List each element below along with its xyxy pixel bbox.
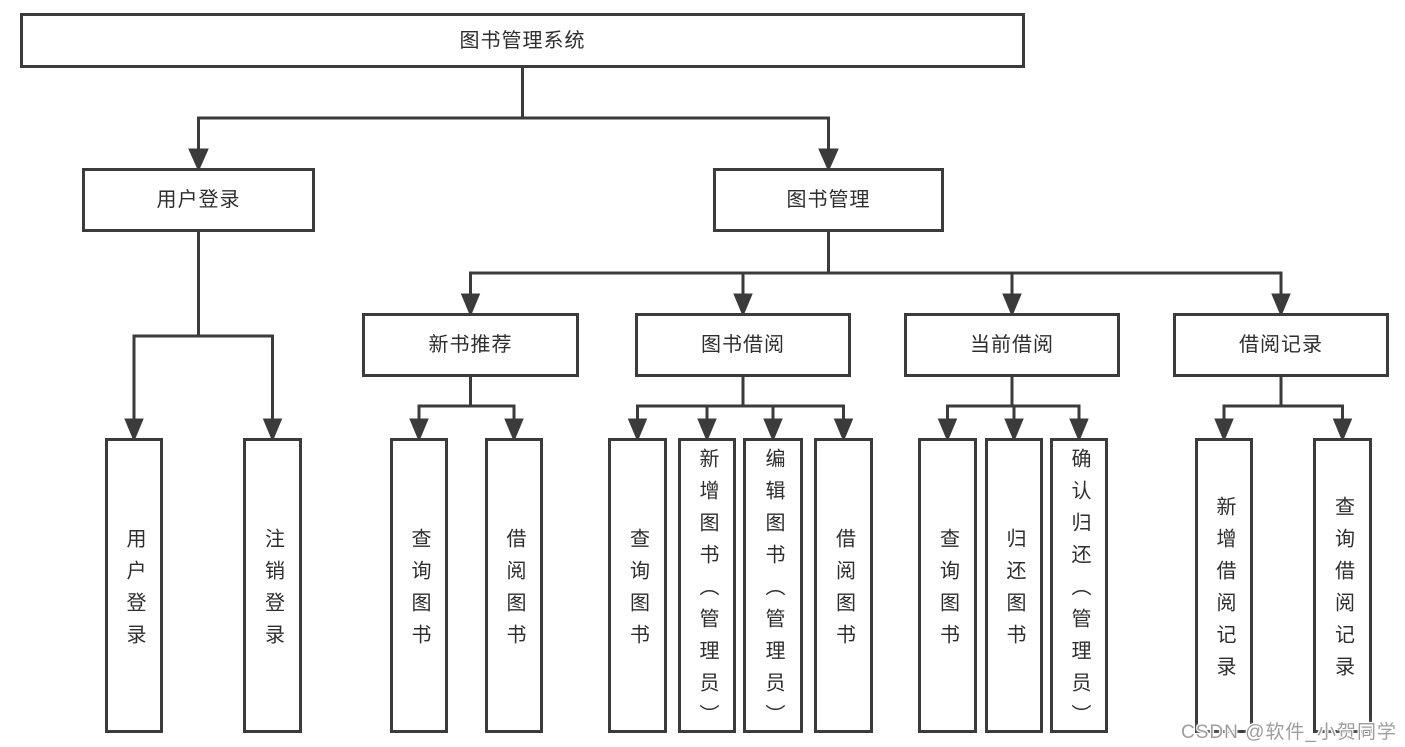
leaf-query-borrow-record: 查询借阅记录 [1313,438,1372,733]
leaf-label: 新增图书（管理员） [696,447,718,736]
arrowhead [1214,418,1234,442]
leaf-label: 查询借阅记录 [1331,495,1354,688]
arrowhead [1271,293,1291,317]
node-label: 图书借阅 [701,334,785,356]
arrowhead [833,418,854,442]
node-book-borrowing: 图书借阅 [635,313,851,377]
arrowhead [733,293,753,317]
node-label: 当前借阅 [970,334,1054,356]
arrowhead [697,418,717,442]
arrowhead [818,148,839,172]
arrowhead [409,418,429,442]
leaf-label: 编辑图书（管理员） [762,447,784,736]
leaf-label: 借阅图书 [832,527,855,656]
node-user-login: 用户登录 [82,168,315,232]
leaf-query-books-recommend: 查询图书 [390,438,448,733]
arrowhead [937,418,958,442]
node-label: 图书管理 [786,189,871,211]
leaf-label: 确认归还（管理员） [1068,447,1090,736]
leaf-borrow-books-recommend: 借阅图书 [485,438,543,733]
arrowhead [1004,418,1024,442]
node-label: 用户登录 [156,189,241,211]
arrowhead [627,418,648,442]
leaf-query-books-borrowing: 查询图书 [608,438,667,733]
leaf-label: 借阅图书 [503,527,525,656]
leaf-logout: 注销登录 [243,438,302,733]
node-borrowing-records: 借阅记录 [1173,313,1389,377]
leaf-return-books: 归还图书 [985,438,1043,733]
node-label: 借阅记录 [1239,334,1323,356]
watermark-text: CSDN @软件_小贺同学 [1181,722,1397,743]
leaf-add-books-admin: 新增图书（管理员） [678,438,736,736]
arrowhead [1002,293,1022,317]
leaf-label: 查询图书 [936,527,959,656]
leaf-label: 查询图书 [408,527,430,656]
leaf-label: 注销登录 [261,527,284,656]
node-label: 新书推荐 [428,334,513,356]
leaf-label: 用户登录 [123,527,145,656]
arrowhead [460,293,481,317]
node-label: 图书管理系统 [459,29,586,52]
node-current-borrowing: 当前借阅 [904,313,1120,377]
leaf-add-borrow-record: 新增借阅记录 [1195,438,1253,733]
leaf-label: 新增借阅记录 [1213,495,1235,688]
arrowhead [124,418,144,442]
leaf-query-books-current: 查询图书 [918,438,977,733]
arrowhead [188,148,209,172]
node-new-book-recommendation: 新书推荐 [362,313,579,377]
arrowhead [262,418,283,442]
leaf-label: 查询图书 [626,527,649,656]
arrowhead [1069,418,1089,442]
leaf-label: 归还图书 [1003,527,1025,656]
node-book-management: 图书管理 [713,168,944,232]
leaf-confirm-return-admin: 确认归还（管理员） [1050,438,1108,736]
arrowhead [763,418,783,442]
node-root-library-system: 图书管理系统 [20,13,1025,68]
arrowhead [504,418,524,442]
arrowhead [1332,418,1353,442]
leaf-borrow-books: 借阅图书 [814,438,873,733]
leaf-user-login: 用户登录 [105,438,163,733]
leaf-edit-books-admin: 编辑图书（管理员） [743,438,803,736]
